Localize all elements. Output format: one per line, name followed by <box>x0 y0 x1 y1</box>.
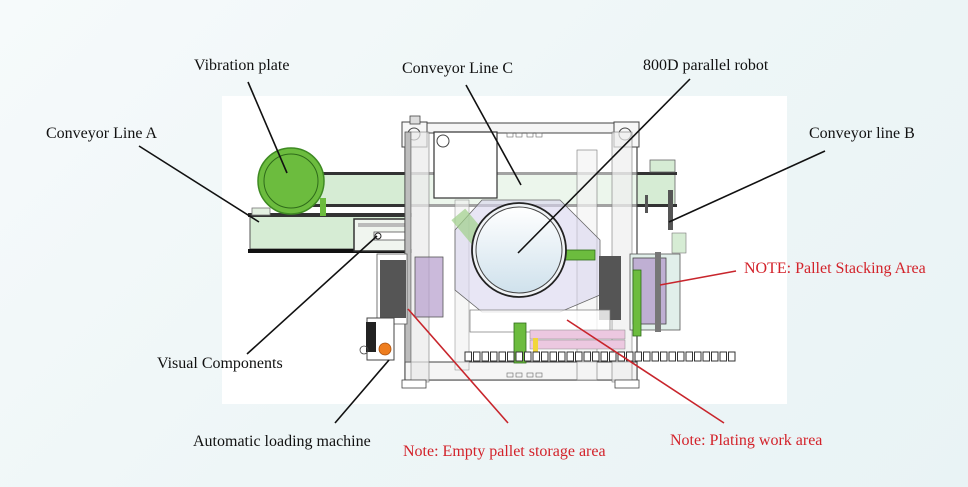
chain-link <box>651 351 659 362</box>
chain-link <box>643 351 651 362</box>
pallet-stacking-area <box>599 252 681 337</box>
chain-link <box>549 351 557 362</box>
chain-link <box>711 351 719 362</box>
label-automatic-loading-machine: Automatic loading machine <box>193 433 371 450</box>
leader-empty-pallet <box>407 308 509 424</box>
leader-lines <box>138 78 826 424</box>
chain-link <box>464 351 472 362</box>
label-visual-components: Visual Components <box>157 355 283 372</box>
label-plating-work-area: Note: Plating work area <box>670 432 823 449</box>
label-conveyor-line-a: Conveyor Line A <box>46 125 158 142</box>
empty-pallet-storage <box>376 253 444 325</box>
chain-link <box>532 351 540 362</box>
label-empty-pallet-storage: Note: Empty pallet storage area <box>403 443 606 460</box>
chain-link <box>524 351 532 362</box>
chain-link <box>507 351 515 362</box>
leader-auto-loading <box>334 359 390 424</box>
label-parallel-robot: 800D parallel robot <box>643 57 769 74</box>
chain-conveyor <box>464 351 736 362</box>
chain-link <box>685 351 693 362</box>
chain-link <box>490 351 498 362</box>
chain-link <box>677 351 685 362</box>
visual-components <box>353 218 411 252</box>
leader-conveyor-a <box>138 145 260 223</box>
chain-link <box>515 351 523 362</box>
chain-link <box>481 351 489 362</box>
label-pallet-stacking-area: NOTE: Pallet Stacking Area <box>744 260 926 277</box>
vibration-plate <box>257 147 326 216</box>
leader-conveyor-b <box>668 150 826 223</box>
parallel-robot <box>471 202 567 298</box>
leader-parallel-robot <box>517 78 691 254</box>
chain-link <box>694 351 702 362</box>
label-conveyor-line-c: Conveyor Line C <box>402 60 514 77</box>
chain-link <box>541 351 549 362</box>
chain-link <box>575 351 583 362</box>
leader-visual-components <box>246 235 378 355</box>
leader-pallet-stacking <box>659 270 737 286</box>
automatic-loading-machine <box>359 317 395 361</box>
label-vibration-plate: Vibration plate <box>194 57 290 74</box>
chain-link <box>473 351 481 362</box>
chain-link <box>583 351 591 362</box>
chain-link <box>566 351 574 362</box>
chain-link <box>592 351 600 362</box>
label-conveyor-line-b: Conveyor line B <box>809 125 915 142</box>
chain-link <box>600 351 608 362</box>
chain-link <box>660 351 668 362</box>
chain-link <box>498 351 506 362</box>
chain-link <box>558 351 566 362</box>
chain-link <box>702 351 710 362</box>
chain-link <box>634 351 642 362</box>
leader-conveyor-c <box>465 84 522 186</box>
leader-vibration-plate <box>247 81 288 174</box>
chain-link <box>728 351 736 362</box>
chain-link <box>719 351 727 362</box>
chain-link <box>609 351 617 362</box>
chain-link <box>668 351 676 362</box>
leader-plating-work <box>566 319 725 424</box>
conveyor-line-b <box>645 159 687 254</box>
